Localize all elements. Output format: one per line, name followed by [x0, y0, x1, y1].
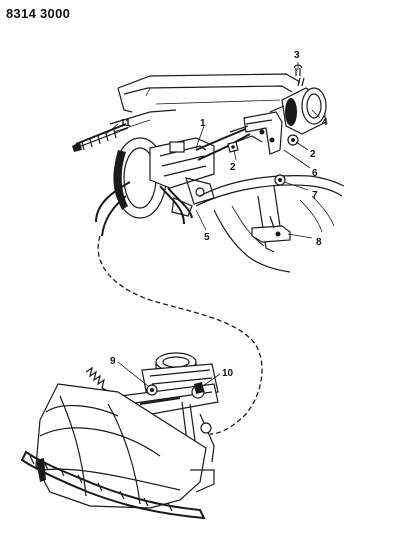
- leader-lines: [105, 62, 321, 389]
- callout-9: 9: [110, 356, 116, 367]
- intake-manifold: [20, 383, 215, 520]
- callout-8: 8: [316, 237, 322, 248]
- callouts: 1 2 2 3 4 5 6 7 8 9 10 11: [110, 50, 328, 379]
- engine-compartment-outline: [109, 73, 345, 273]
- speed-control-cable: [97, 235, 263, 435]
- callout-4: 4: [322, 117, 328, 128]
- callout-11: 11: [120, 118, 131, 129]
- engine-assembly: [95, 127, 251, 237]
- servo-bracket: [229, 111, 283, 155]
- callout-2-left: 2: [230, 162, 236, 173]
- part-number-header: 8314 3000: [6, 6, 71, 21]
- callout-5: 5: [204, 232, 210, 243]
- callout-3: 3: [294, 50, 300, 61]
- callout-10: 10: [222, 368, 234, 379]
- callout-1: 1: [200, 118, 206, 129]
- nut-right: [287, 134, 299, 146]
- nut-left: [227, 141, 239, 153]
- vacuum-servo: [269, 77, 327, 135]
- lower-bracket: [251, 215, 291, 243]
- callout-7: 7: [312, 190, 318, 201]
- callout-6: 6: [312, 168, 318, 179]
- nut-fender: [274, 174, 286, 186]
- wiring-harness: [72, 123, 129, 152]
- callout-2-right: 2: [310, 149, 316, 160]
